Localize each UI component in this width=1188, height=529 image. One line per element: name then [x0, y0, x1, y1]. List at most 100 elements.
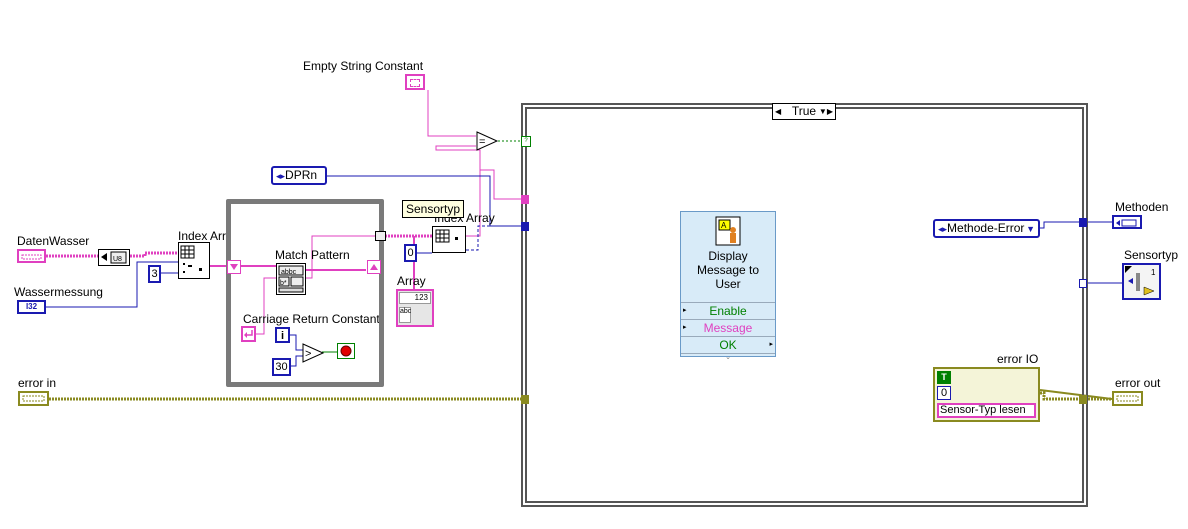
int-wire-count [290, 355, 304, 367]
chevron-down-icon: ▼ [1026, 224, 1035, 234]
input-arrow-icon: ▸ [683, 324, 687, 331]
dmu-title: Display Message to User [696, 249, 760, 291]
svg-text:abbc: abbc [281, 269, 297, 276]
shift-register-right[interactable] [367, 260, 381, 274]
case-selector-value: True [791, 104, 817, 118]
dmu-row-message-label: Message [703, 321, 753, 335]
enum-typedef-icon: 1 [1125, 266, 1156, 296]
label-methoden: Methoden [1115, 200, 1169, 214]
case-prev-icon[interactable]: ◀ [775, 107, 782, 116]
dmu-row-ok[interactable]: OK ▸ [681, 336, 775, 353]
index-constant-3[interactable]: 3 [148, 265, 161, 283]
enum-methode-error-value: Methode-Error [947, 221, 1025, 235]
svg-text:=: = [479, 136, 485, 148]
error-cluster-icon [1116, 395, 1139, 402]
unflatten-icon: U8 [101, 251, 127, 264]
equal-compare-node[interactable]: = [475, 130, 499, 152]
dmu-row-ok-label: OK [719, 338, 737, 352]
output-arrow-icon: ▸ [769, 341, 773, 348]
label-error-io: error IO [997, 352, 1039, 366]
array-indicator[interactable]: 123 abc [396, 289, 434, 327]
stop-icon [340, 345, 352, 357]
case-tunnel-methoden [1079, 218, 1087, 227]
string-wire-empty [427, 90, 476, 137]
index-array-node-2[interactable] [432, 226, 466, 253]
case-structure[interactable] [521, 103, 1088, 507]
enum-constant-methode-error[interactable]: ◂▸Methode-Error▼ [933, 219, 1040, 238]
case-tunnel-error-in [521, 395, 529, 404]
shift-up-icon [370, 264, 378, 270]
greater-compare-node[interactable]: > [301, 342, 325, 364]
dmu-expand-icon[interactable]: ⌄ [681, 353, 775, 362]
label-daten-wasser: DatenWasser [17, 234, 90, 248]
string-wire-match-out [306, 235, 380, 279]
case-selector[interactable]: ◀ True ▼▶ [772, 103, 836, 120]
label-error-out: error out [1115, 376, 1161, 390]
indicator-error-out[interactable] [1112, 391, 1143, 406]
error-source[interactable]: Sensor-Typ lesen [937, 403, 1036, 418]
svg-text:1: 1 [1151, 268, 1156, 277]
label-sensortyp: Sensortyp [1124, 248, 1179, 262]
empty-string-constant[interactable] [405, 74, 425, 90]
label-wassermessung: Wassermessung [14, 285, 103, 299]
int-wire-iter [290, 334, 304, 351]
constant-30[interactable]: 30 [272, 358, 291, 376]
stop-terminal[interactable] [337, 343, 355, 359]
empty-string-icon [410, 79, 420, 87]
enum-dprn-value: DPRn [285, 168, 318, 182]
svg-text:U8: U8 [113, 256, 122, 263]
case-tunnel-string [521, 195, 529, 204]
label-array: Array [397, 274, 426, 288]
match-pattern-icon: abbc b* [278, 265, 304, 293]
enum-arrows-icon: ◂▸ [938, 224, 948, 234]
index-array-icon [180, 245, 202, 273]
label-error-in: error in [18, 376, 57, 390]
dmu-row-enable[interactable]: ▸Enable [681, 302, 775, 319]
enum-constant-dprn[interactable]: ◂▸DPRn [271, 166, 327, 185]
index-array-icon [435, 229, 458, 243]
carriage-return-constant[interactable] [241, 326, 256, 342]
string-terminal-icon [21, 254, 42, 260]
case-next-icon[interactable]: ▼▶ [818, 107, 833, 116]
case-tunnel-enum [521, 222, 529, 231]
indicator-methoden[interactable] [1112, 215, 1142, 229]
dmu-row-message[interactable]: ▸ Message [681, 319, 775, 336]
dmu-header: A Display Message to User [681, 212, 775, 302]
loop-tunnel-out [375, 231, 386, 241]
string-wire-case-in [480, 169, 521, 200]
control-datenwasser[interactable] [17, 249, 46, 263]
string-wire-unflatten [130, 251, 178, 258]
iteration-terminal: i [275, 327, 290, 343]
display-message-icon: A [715, 216, 741, 246]
match-pattern-node[interactable]: abbc b* [276, 263, 306, 295]
shift-register-left[interactable] [227, 260, 241, 274]
int-wire-wassermessung [46, 261, 178, 308]
input-arrow-icon: ▸ [683, 307, 687, 314]
index-constant-0[interactable]: 0 [404, 244, 417, 262]
enum-wire-index [466, 225, 521, 251]
error-wire-out [1040, 391, 1112, 401]
unflatten-node[interactable]: U8 [98, 249, 130, 266]
enum-terminal-icon [1116, 219, 1137, 227]
error-code[interactable]: 0 [937, 386, 951, 400]
case-tunnel-sensortyp [1079, 279, 1087, 288]
carriage-return-icon [244, 330, 253, 338]
display-message-express-vi[interactable]: A Display Message to User ▸Enable ▸ Messa… [680, 211, 776, 361]
array-numeric-element: 123 [399, 292, 431, 304]
case-tunnel-error-out [1079, 395, 1087, 404]
control-wassermessung[interactable]: I32 [17, 300, 46, 314]
enum-arrows-icon: ◂▸ [276, 171, 286, 181]
label-index-array-1: Index Arr [178, 229, 227, 243]
control-error-in[interactable] [18, 391, 49, 406]
indicator-sensortyp[interactable]: 1 [1122, 263, 1161, 300]
tooltip-sensortyp: Sensortyp [402, 200, 465, 218]
error-status-bool[interactable]: T [937, 371, 951, 384]
error-cluster-constant[interactable]: T 0 Sensor-Typ lesen [933, 367, 1040, 422]
enum-wire-methoden [1040, 221, 1112, 229]
error-cluster-icon [22, 395, 45, 402]
index-array-node-1[interactable] [178, 242, 210, 279]
array-string-element: abc [399, 307, 411, 323]
case-selector-terminal: ? [521, 136, 531, 147]
while-loop[interactable] [226, 199, 384, 387]
